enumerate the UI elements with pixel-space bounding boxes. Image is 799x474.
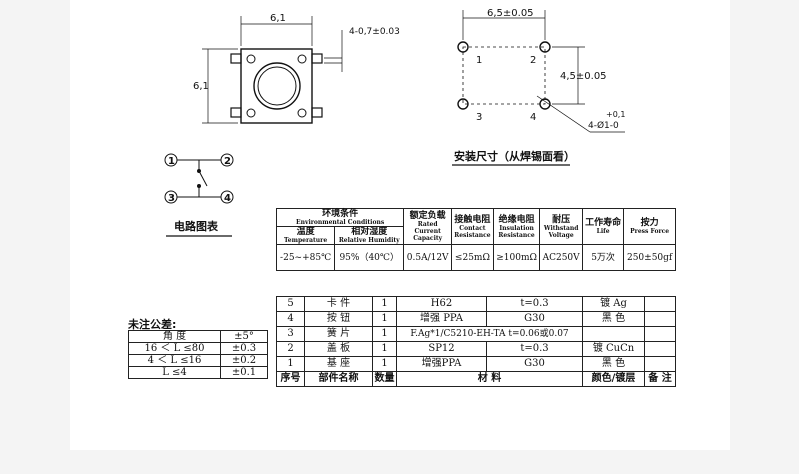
pin-size-note: 4-0,7±0.03 [349, 27, 400, 37]
mounting-title: 安装尺寸（从焊锡面看） [454, 149, 575, 163]
life-value: 5万次 [581, 244, 625, 271]
mount-pin-4: 4 [530, 112, 536, 123]
parts-header-row: 序号 部件名称 数量 材 料 颜色/镀层 备 注 [276, 371, 676, 387]
table-row: 4 按 钮 1 增强 PPA G30 黑 色 [276, 311, 676, 327]
rated-value: 0.5A/12V [403, 244, 453, 271]
insulation-value: ≥100mΩ [492, 244, 541, 271]
switch-top-view [202, 16, 343, 124]
table-row: 2 盖 板 1 SP12 t=0.3 镀 CuCn [276, 341, 676, 357]
tolerance-title: 未注公差: [128, 318, 177, 331]
circuit-title: 电路图表 [174, 219, 219, 233]
circuit-diagram [164, 153, 234, 204]
mounting-layout [457, 10, 625, 133]
mount-spacing-x: 6,5±0.05 [487, 8, 534, 19]
top-height-dim: 6,1 [193, 81, 209, 92]
table-row: 5 卡 件 1 H62 t=0.3 镀 Ag [276, 296, 676, 312]
circuit-pin-3: 3 [168, 193, 175, 204]
contact-value: ≤25mΩ [451, 244, 494, 271]
circuit-pin-4: 4 [224, 193, 231, 204]
top-width-dim: 6,1 [270, 13, 286, 24]
table-row: 16 ＜ L ≤80±0.3 [128, 342, 268, 355]
force-value: 250±50gf [623, 244, 676, 271]
mount-pin-2: 2 [530, 55, 536, 66]
temp-value: -25~+85℃ [275, 244, 336, 271]
withstand-value: AC250V [539, 244, 583, 271]
hole-tolerance: +0,1 [606, 110, 625, 119]
table-row: 4 ＜ L ≤16±0.2 [128, 354, 268, 367]
mount-pin-1: 1 [476, 55, 482, 66]
parts-table: 5 卡 件 1 H62 t=0.3 镀 Ag 4 按 钮 1 增强 PPA G3… [276, 296, 676, 387]
tolerance-table: 角 度±5° 16 ＜ L ≤80±0.3 4 ＜ L ≤16±0.2 L ≤4… [128, 330, 268, 379]
humidity-value: 95%（40℃） [334, 244, 405, 271]
table-row: 角 度±5° [128, 330, 268, 343]
mount-spacing-y: 4,5±0.05 [560, 71, 607, 82]
table-row: 3 簧 片 1 F.Ag*1/C5210-EH-TA t=0.06或0.07 [276, 326, 676, 342]
circuit-pin-2: 2 [224, 156, 231, 167]
circuit-pin-1: 1 [168, 156, 175, 167]
table-row: L ≤4±0.1 [128, 366, 268, 379]
mount-pin-3: 3 [476, 112, 482, 123]
table-row: 1 基 座 1 增强PPA G30 黑 色 [276, 356, 676, 372]
hole-size-note: 4-Ø1-0 [588, 120, 619, 131]
